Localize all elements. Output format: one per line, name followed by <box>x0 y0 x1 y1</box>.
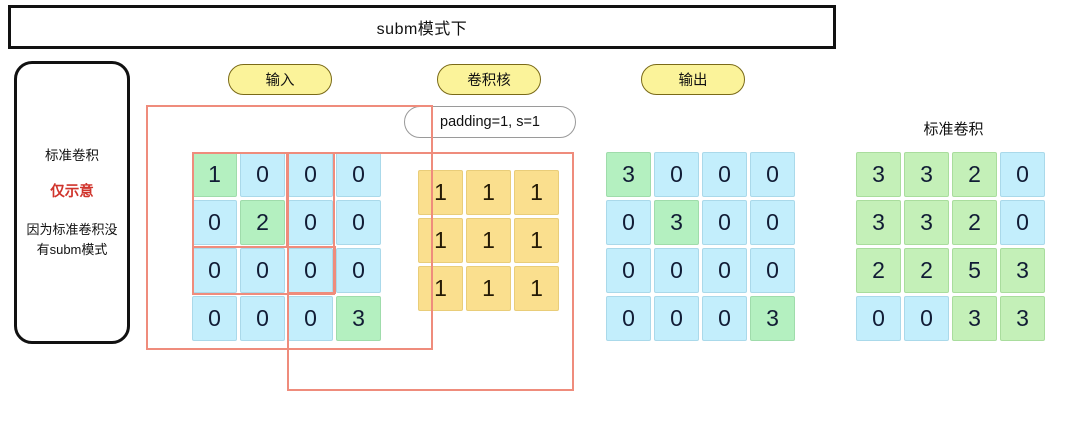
cell-kernel-r0-c0: 1 <box>418 170 463 215</box>
cell-standard-conv-r0-c1: 3 <box>904 152 949 197</box>
label-pill-kernel: 卷积核 <box>437 64 541 95</box>
label-pill-params: padding=1, s=1 <box>404 106 576 138</box>
cell-input-r0-c1: 0 <box>240 152 285 197</box>
page-title: subm模式下 <box>376 21 468 38</box>
cell-output-r3-c0: 0 <box>606 296 651 341</box>
cell-standard-conv-r3-c3: 3 <box>1000 296 1045 341</box>
cell-output-r1-c0: 0 <box>606 200 651 245</box>
cell-input-r1-c1: 2 <box>240 200 285 245</box>
cell-kernel-r1-c1: 1 <box>466 218 511 263</box>
cell-input-r1-c2: 0 <box>288 200 333 245</box>
cell-standard-conv-r1-c1: 3 <box>904 200 949 245</box>
cell-input-r1-c3: 0 <box>336 200 381 245</box>
label-pill-kernel-text: 卷积核 <box>467 73 511 89</box>
cell-input-r2-c2: 0 <box>288 248 333 293</box>
cell-input-r0-c3: 0 <box>336 152 381 197</box>
cell-input-r2-c3: 0 <box>336 248 381 293</box>
cell-output-r0-c3: 0 <box>750 152 795 197</box>
cell-standard-conv-r0-c3: 0 <box>1000 152 1045 197</box>
cell-input-r3-c1: 0 <box>240 296 285 341</box>
cell-standard-conv-r1-c3: 0 <box>1000 200 1045 245</box>
cell-input-r0-c2: 0 <box>288 152 333 197</box>
note-line-detail: 因为标准卷积没有subm模式 <box>26 222 118 257</box>
cell-kernel-r0-c1: 1 <box>466 170 511 215</box>
cell-standard-conv-r2-c2: 5 <box>952 248 997 293</box>
label-pill-input: 输入 <box>228 64 332 95</box>
cell-kernel-r1-c0: 1 <box>418 218 463 263</box>
cell-input-r3-c2: 0 <box>288 296 333 341</box>
cell-output-r3-c3: 3 <box>750 296 795 341</box>
cell-standard-conv-r3-c2: 3 <box>952 296 997 341</box>
cell-input-r2-c1: 0 <box>240 248 285 293</box>
cell-standard-conv-r0-c0: 3 <box>856 152 901 197</box>
cell-output-r0-c2: 0 <box>702 152 747 197</box>
cell-standard-conv-r2-c0: 2 <box>856 248 901 293</box>
cell-standard-conv-r0-c2: 2 <box>952 152 997 197</box>
label-pill-params-text: padding=1, s=1 <box>440 114 540 130</box>
cell-output-r2-c1: 0 <box>654 248 699 293</box>
note-line-warning: 仅示意 <box>50 184 94 201</box>
cell-output-r0-c1: 0 <box>654 152 699 197</box>
cell-output-r0-c0: 3 <box>606 152 651 197</box>
cell-input-r0-c0: 1 <box>192 152 237 197</box>
cell-standard-conv-r2-c3: 3 <box>1000 248 1045 293</box>
cell-standard-conv-r1-c0: 3 <box>856 200 901 245</box>
cell-output-r2-c0: 0 <box>606 248 651 293</box>
label-pill-input-text: 输入 <box>265 73 295 89</box>
note-card: 标准卷积 仅示意 因为标准卷积没有subm模式 <box>14 61 130 344</box>
cell-output-r1-c2: 0 <box>702 200 747 245</box>
cell-standard-conv-r3-c0: 0 <box>856 296 901 341</box>
cell-output-r3-c1: 0 <box>654 296 699 341</box>
cell-output-r3-c2: 0 <box>702 296 747 341</box>
cell-output-r1-c1: 3 <box>654 200 699 245</box>
note-line-title: 标准卷积 <box>45 147 99 163</box>
cell-input-r1-c0: 0 <box>192 200 237 245</box>
cell-kernel-r2-c2: 1 <box>514 266 559 311</box>
cell-kernel-r2-c1: 1 <box>466 266 511 311</box>
cell-kernel-r0-c2: 1 <box>514 170 559 215</box>
label-pill-output: 输出 <box>641 64 745 95</box>
label-pill-output-text: 输出 <box>678 73 708 89</box>
cell-input-r3-c0: 0 <box>192 296 237 341</box>
cell-standard-conv-r3-c1: 0 <box>904 296 949 341</box>
cell-kernel-r1-c2: 1 <box>514 218 559 263</box>
caption-standard-conv: 标准卷积 <box>923 121 984 138</box>
cell-kernel-r2-c0: 1 <box>418 266 463 311</box>
cell-standard-conv-r2-c1: 2 <box>904 248 949 293</box>
cell-output-r2-c3: 0 <box>750 248 795 293</box>
cell-input-r3-c3: 3 <box>336 296 381 341</box>
title-bar: subm模式下 <box>8 5 836 49</box>
cell-input-r2-c0: 0 <box>192 248 237 293</box>
cell-standard-conv-r1-c2: 2 <box>952 200 997 245</box>
cell-output-r2-c2: 0 <box>702 248 747 293</box>
cell-output-r1-c3: 0 <box>750 200 795 245</box>
